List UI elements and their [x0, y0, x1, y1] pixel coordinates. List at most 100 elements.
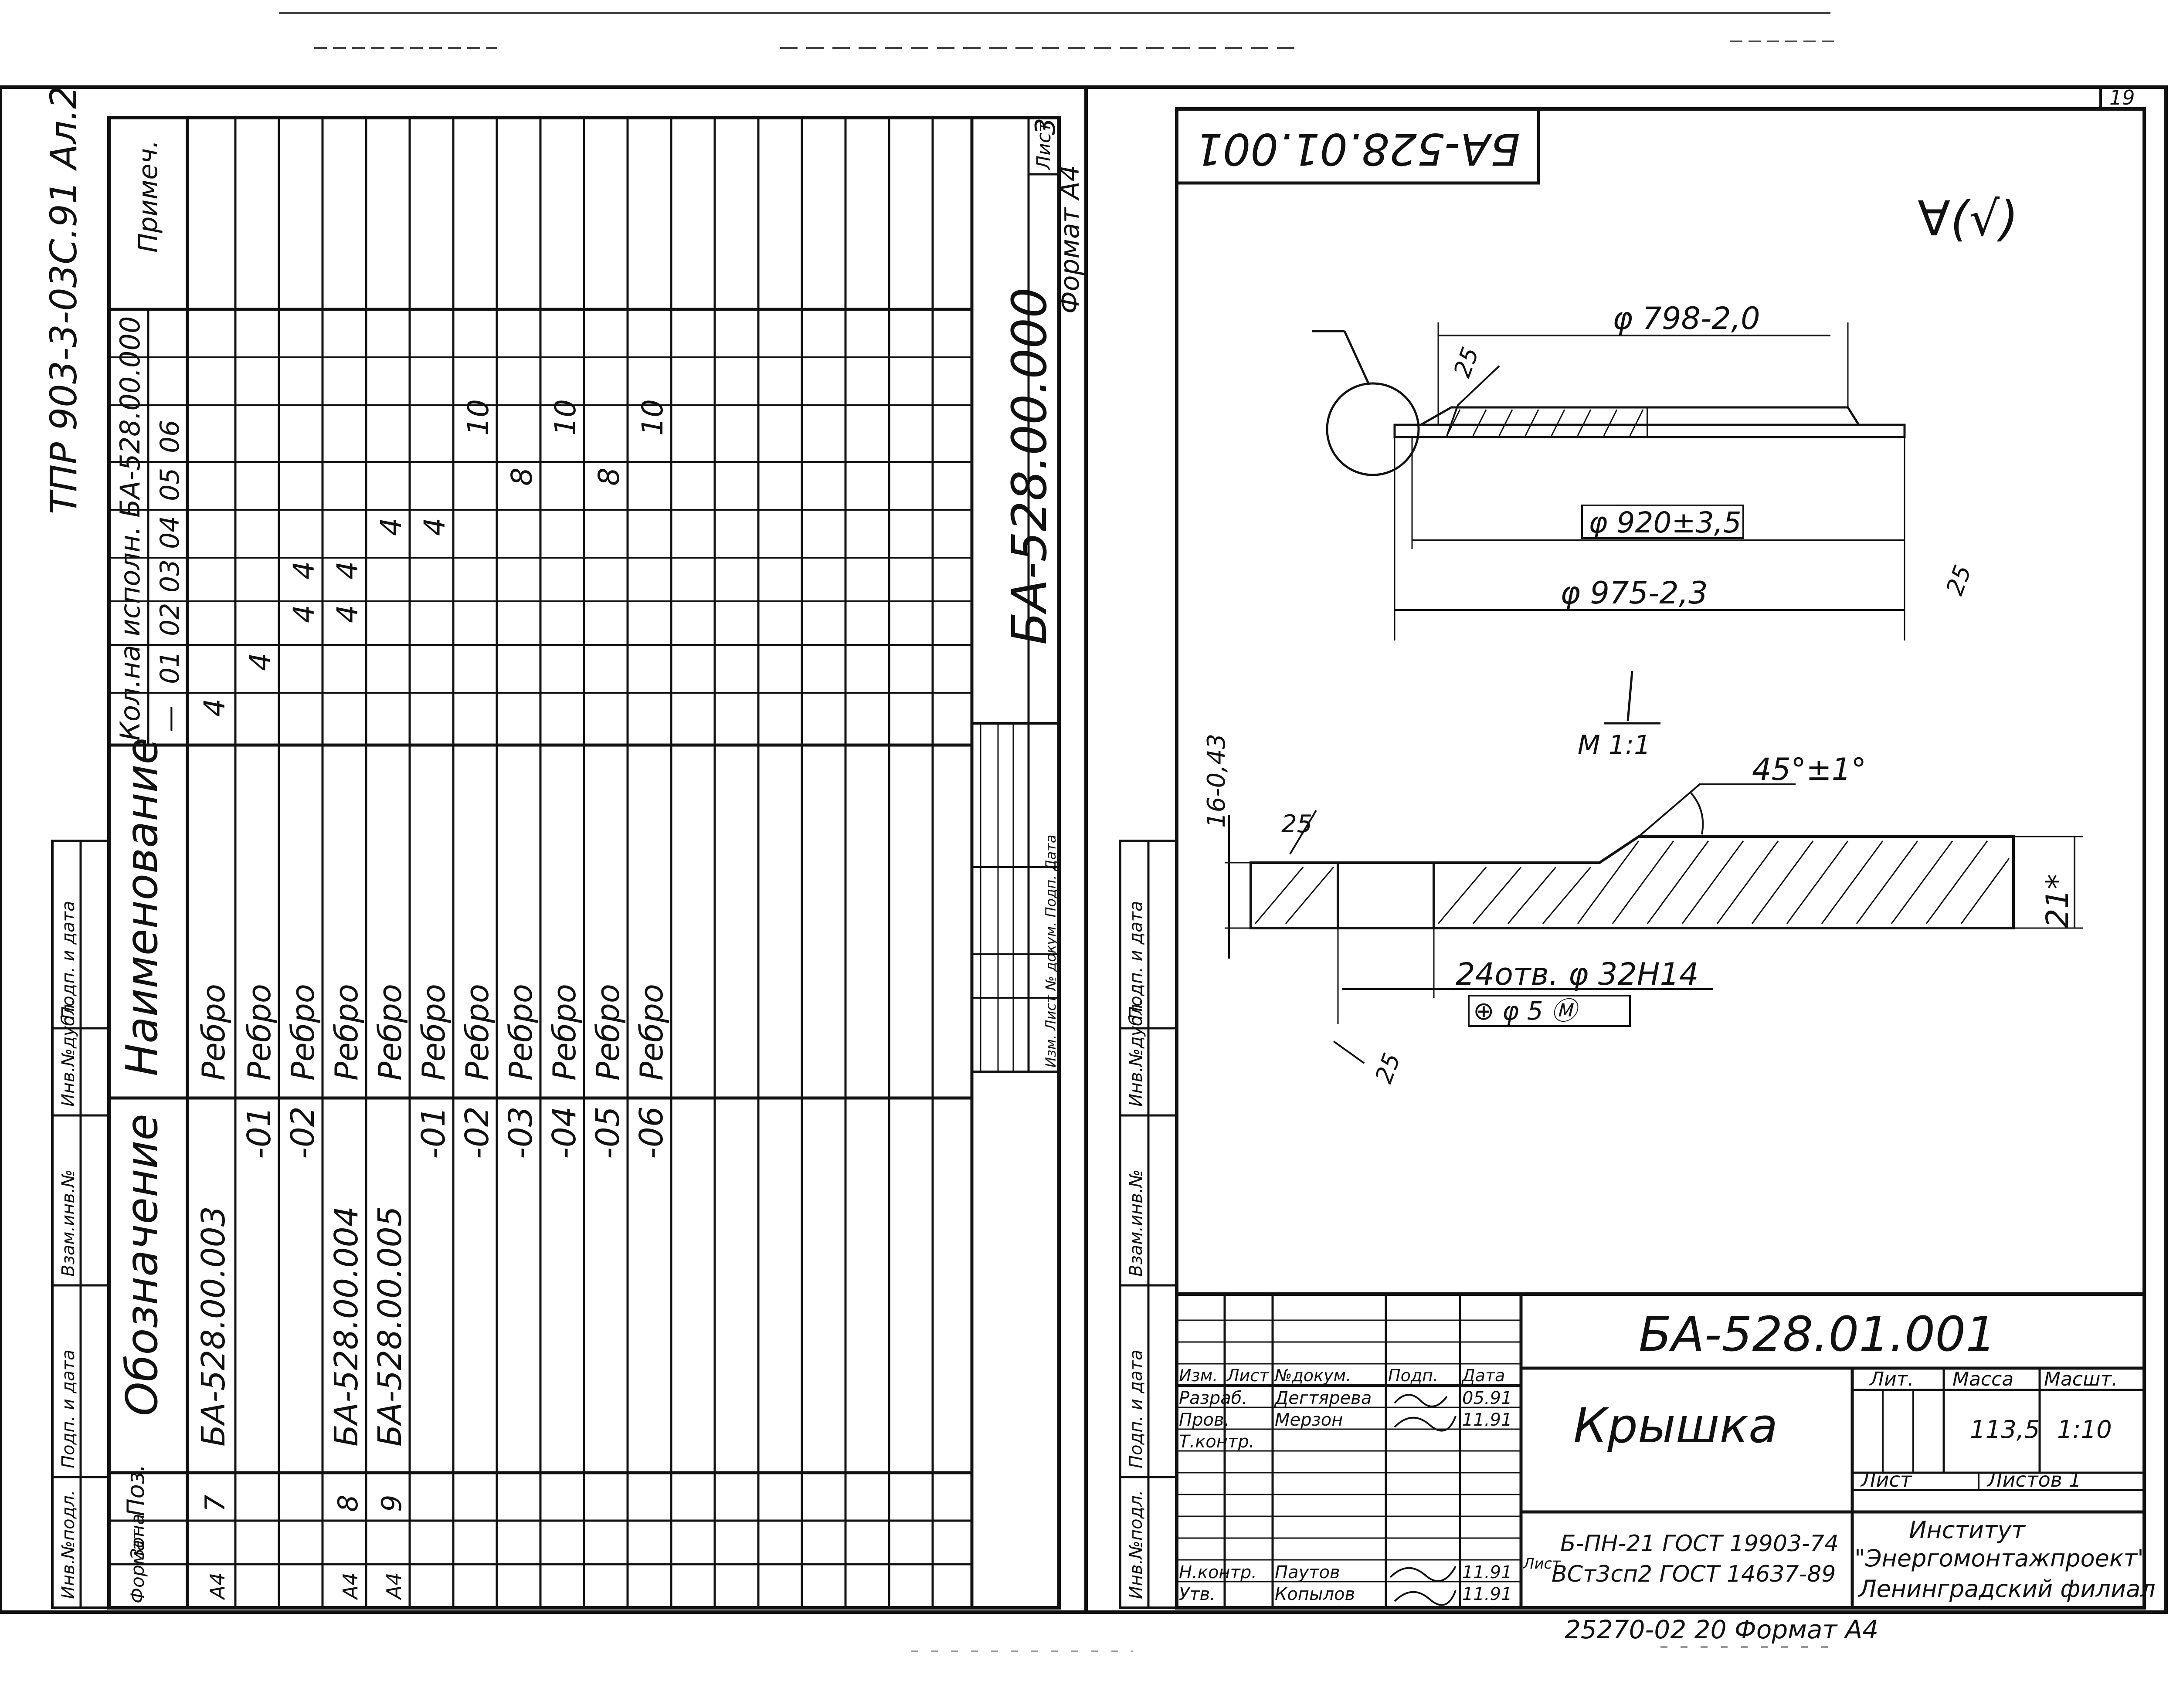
row-qty: 4 — [244, 653, 277, 671]
row-designation: -06 — [633, 1106, 670, 1159]
row-designation: -05 — [589, 1106, 627, 1159]
sheet-label: Лист — [1860, 1468, 1912, 1491]
date-1: 11.91 — [1462, 1410, 1512, 1430]
dim-d920: φ 920±3,5 — [1589, 506, 1742, 539]
material-prefix: Лист — [1522, 1555, 1561, 1572]
row-qty: 4 — [418, 518, 452, 536]
label-izm: Изм. — [1179, 1366, 1218, 1385]
role-2: Т.контр. — [1179, 1432, 1254, 1452]
variant-2: 02 — [155, 603, 185, 636]
title-roles: Разраб. Пров. Т.контр. Н.контр. Утв. Дег… — [1179, 1388, 1512, 1604]
left-sheet: ТПР 903-3-03С.91 Ал.2 Инв.№подл. Подп. и… — [0, 85, 1088, 1614]
label-list: Лист — [1226, 1366, 1270, 1385]
row-qty: 8 — [592, 468, 626, 486]
part-name: Крышка — [1573, 1398, 1778, 1454]
col-zone: Зона — [127, 1514, 148, 1560]
row-designation: -02 — [458, 1106, 496, 1159]
signatures — [1389, 1394, 1457, 1606]
row-designation: БА-528.00.003 — [195, 1206, 232, 1447]
cover-section-view — [1312, 322, 1906, 640]
person-1: Мерзон — [1275, 1410, 1343, 1430]
inverted-stamp-code: БА-528.01.001 — [1195, 124, 1520, 175]
detail-rough-25: 25 — [1281, 810, 1312, 838]
right-strip-inv: Инв.№подл. — [1126, 1490, 1146, 1599]
date-4: 11.91 — [1462, 1562, 1512, 1583]
left-format-label: Формат А4 — [1055, 165, 1085, 314]
person-4: Паутов — [1275, 1562, 1340, 1583]
roughness-mark: ∀(√) — [1918, 191, 2018, 247]
scale-label: Масшт. — [2044, 1368, 2118, 1390]
bottom-scan-artifacts — [911, 1646, 1830, 1652]
row-name: Ребро — [285, 984, 321, 1081]
left-title-code: БА-528.00.000 — [1002, 288, 1057, 645]
org-line2: "Энергомонтажпроект" — [1854, 1545, 2148, 1572]
row-qty: 4 — [287, 605, 321, 623]
variant-0: — — [155, 706, 185, 732]
section-hatch — [1446, 409, 1644, 436]
person-5: Копылов — [1275, 1584, 1355, 1604]
row-qty: 8 — [505, 468, 539, 486]
material-line2: ВСт3сп2 ГОСТ 14637-89 — [1552, 1561, 1836, 1587]
role-0: Разраб. — [1179, 1388, 1247, 1408]
detail-hatch — [1254, 840, 2010, 924]
row-designation: -03 — [502, 1106, 540, 1159]
row-qty: 4 — [374, 518, 408, 536]
row-format: А4 — [382, 1572, 406, 1600]
dim-d975: φ 975-2,3 — [1560, 575, 1708, 611]
scan-artifacts — [279, 12, 1839, 49]
row-name: Ребро — [459, 984, 496, 1081]
row-designation: -04 — [546, 1106, 583, 1159]
row-qty: 4 — [198, 698, 231, 717]
scale-value: 1:10 — [2057, 1416, 2112, 1444]
rough-25-a: 25 — [1448, 343, 1484, 381]
right-strip-replace: Взам.инв.№ — [1126, 1169, 1146, 1277]
row-qty: 10 — [462, 399, 495, 436]
date-5: 11.91 — [1462, 1584, 1512, 1604]
col-qty-header: Кол.на исполн. БА-528.00.000 — [114, 316, 146, 741]
date-0: 05.91 — [1462, 1388, 1512, 1408]
row-qty: 10 — [549, 399, 582, 436]
col-format: Формат — [127, 1528, 148, 1603]
dim-d920-box: φ 920±3,5 — [1581, 505, 1744, 539]
title-labels: Изм. Лист №докум. Подп. Дата — [1179, 1366, 1505, 1385]
sheets-label: Листов 1 — [1986, 1468, 2081, 1491]
label-doc: №докум. — [1274, 1366, 1351, 1385]
role-1: Пров. — [1179, 1410, 1229, 1430]
col-pos: Поз. — [122, 1464, 149, 1516]
right-sheet: 19 Инв.№подл. Подп. и дата Взам.инв.№ Ин… — [1084, 85, 2168, 1644]
left-strip-replace: Взам.инв.№ — [58, 1169, 78, 1277]
footer-line: 25270-02 20 Формат А4 — [1565, 1615, 1878, 1644]
row-name: Ребро — [372, 984, 408, 1081]
row-qty: 4 — [331, 561, 364, 580]
right-title-code: БА-528.01.001 — [1639, 1306, 1996, 1362]
mass-label: Масса — [1952, 1368, 2013, 1390]
row-designation: БА-528.00.004 — [328, 1206, 365, 1447]
org-line1: Институт — [1909, 1516, 2026, 1544]
dim-angle: 45°±1° — [1752, 752, 1866, 787]
col-designation: Обозначение — [116, 1114, 167, 1416]
left-title-sheet-number: 3 — [1029, 118, 1061, 135]
left-title-block: БА-528.00.000 Лист 3 Изм. Лист № докум. … — [971, 116, 1061, 1073]
rough-25-b: 25 — [1941, 561, 1977, 599]
dim-holes: 24отв. φ 32Н14 — [1456, 956, 1699, 992]
role-5: Утв. — [1179, 1584, 1216, 1604]
left-strip-sign1: Подп. и дата — [58, 1350, 78, 1468]
row-pos: 8 — [332, 1495, 364, 1512]
row-qty: 4 — [287, 561, 321, 580]
left-side-strip: Инв.№подл. Подп. и дата Взам.инв.№ Инв.№… — [51, 840, 110, 1609]
row-designation: -01 — [415, 1106, 452, 1159]
spec-table-headers: Формат Зона Поз. Обозначение Наименовани… — [114, 140, 167, 1603]
variant-6: 06 — [155, 420, 185, 453]
person-0: Дегтярева — [1274, 1388, 1372, 1408]
position-tolerance-frame: ⊕ φ 5 Ⓜ — [1468, 995, 1631, 1027]
row-name: Ребро — [590, 984, 626, 1081]
variant-3: 03 — [155, 559, 185, 593]
left-title-cols: Изм. Лист № докум. Подп. Дата — [1042, 835, 1059, 1068]
left-header-code: ТПР 903-3-03С.91 Ал.2 — [42, 86, 85, 514]
dim-height: 21* — [2040, 874, 2075, 928]
dim-d798: φ 798-2,0 — [1613, 301, 1760, 336]
right-strip-sign1: Подп. и дата — [1126, 1350, 1146, 1468]
col-name: Наименование — [116, 738, 167, 1076]
row-format: А4 — [339, 1572, 362, 1600]
